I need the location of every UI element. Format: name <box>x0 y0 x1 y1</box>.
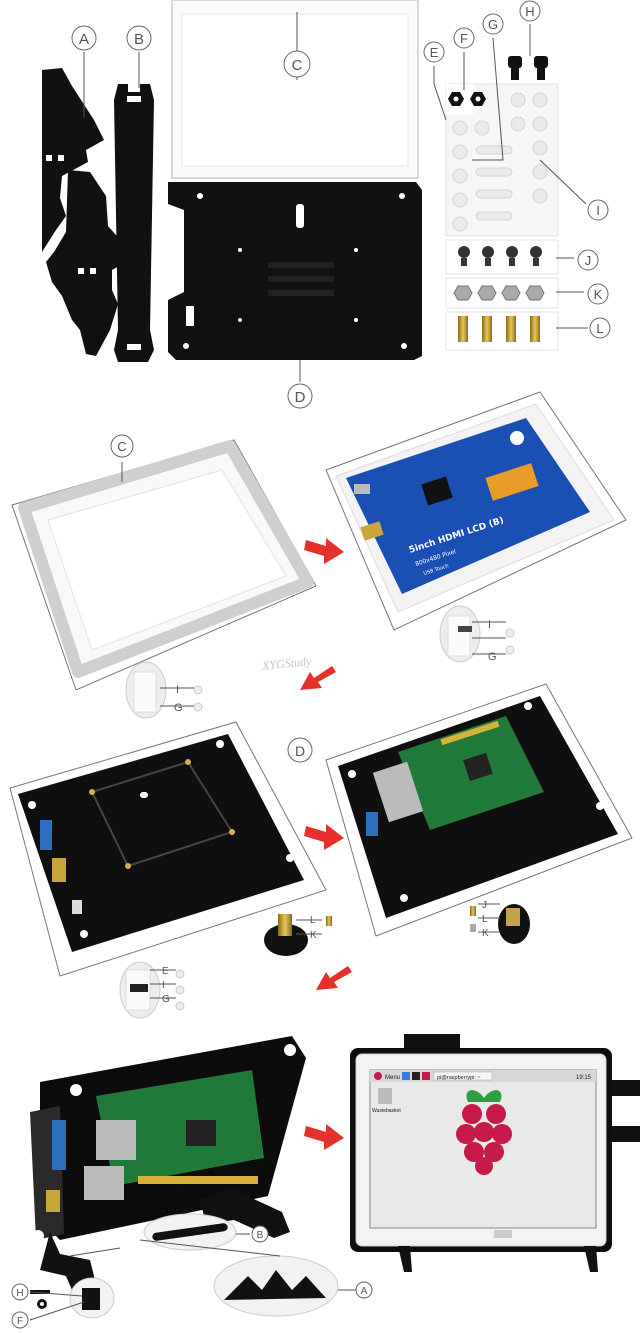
step1-callout-c: C <box>117 439 126 454</box>
taskbar-menu: Menu <box>385 1075 400 1081</box>
step3-label-k: K <box>310 930 317 941</box>
step1-label-g: G <box>174 702 183 714</box>
step3-label-l: L <box>310 915 316 926</box>
step3-label-e: E <box>162 966 169 977</box>
step4-label-j: J <box>482 900 487 911</box>
step1-label-i: I <box>176 684 179 696</box>
arrow-step2-to-step3 <box>300 666 336 690</box>
callout-l: L <box>596 321 603 336</box>
step3-callout-d: D <box>295 743 305 759</box>
callout-b: B <box>134 31 144 48</box>
callout-d: D <box>295 389 306 406</box>
step2-lcd: 5inch HDMI LCD (B) 800x480 Pixel USB Tou… <box>260 391 627 673</box>
part-i-washers <box>510 92 548 204</box>
part-a-bracket <box>42 68 126 356</box>
step5-stand <box>29 1036 356 1321</box>
callout-j: J <box>585 253 592 268</box>
callout-i: I <box>596 203 600 218</box>
part-b-strip <box>114 84 154 362</box>
parts-overview <box>42 0 588 382</box>
part-h-screws <box>508 56 548 80</box>
step3-label-g: G <box>162 994 170 1005</box>
step5-callout-a: A <box>361 1286 368 1297</box>
callout-h: H <box>525 4 534 19</box>
callout-e: E <box>430 45 439 60</box>
arrow-step1-to-step2 <box>304 538 344 564</box>
callout-c: C <box>292 57 303 74</box>
step5-callout-f: F <box>17 1316 23 1327</box>
step1-frame <box>11 439 317 719</box>
step2-label-i: I <box>488 619 491 631</box>
part-d-backplate <box>168 182 422 360</box>
taskbar-task: pi@raspberrypi: ~ <box>437 1075 481 1081</box>
part-j-screws <box>458 246 542 266</box>
arrow-step4-to-step5 <box>316 966 352 990</box>
callout-a: A <box>79 31 89 48</box>
taskbar-time: 19:15 <box>576 1075 592 1081</box>
part-l-standoffs <box>458 316 540 342</box>
step6-finished-display: Menu pi@raspberrypi: ~ 19:15 Wastebasket <box>350 1034 640 1272</box>
step4-label-k: K <box>482 928 489 939</box>
step5-callout-b: B <box>257 1230 264 1241</box>
arrow-step3-to-step4 <box>304 824 344 850</box>
step5-callout-h: H <box>16 1288 23 1299</box>
part-g-spacers <box>475 145 513 221</box>
part-e-washers <box>452 120 490 232</box>
step3-backplate <box>9 721 332 1019</box>
part-c-frame <box>171 0 419 179</box>
desktop-icon-label: Wastebasket <box>372 1108 401 1114</box>
step2-label-g: G <box>488 651 497 663</box>
raspberry-logo-icon <box>456 1090 512 1175</box>
callout-f: F <box>460 31 468 46</box>
arrow-step5-to-step6 <box>304 1124 344 1150</box>
callout-labels: A B C D E F G H I J K L C I G I G D L K … <box>11 0 611 1329</box>
small-parts-panel <box>445 56 559 351</box>
step3-label-i: I <box>162 980 165 991</box>
step4-pi-mounted <box>325 683 633 944</box>
callout-k: K <box>594 287 603 302</box>
callout-g: G <box>488 17 498 32</box>
watermark: XYGStudy <box>260 654 312 673</box>
step4-label-l: L <box>482 914 488 925</box>
part-k-nuts <box>453 285 545 301</box>
